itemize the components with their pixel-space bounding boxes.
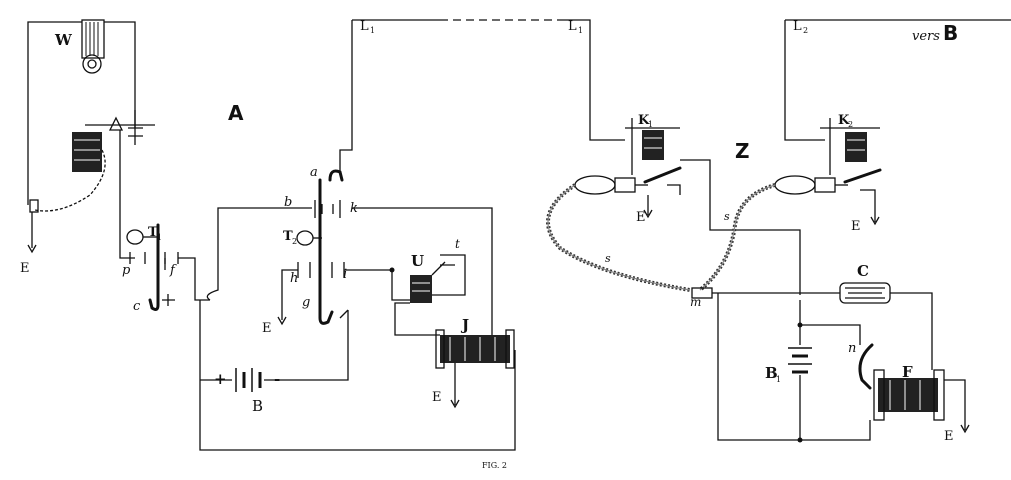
receiver-f xyxy=(858,343,970,434)
contact-s2: s xyxy=(724,210,730,223)
label-k2-sub: 2 xyxy=(848,120,853,129)
label-k1: K xyxy=(638,113,650,128)
label-f: F xyxy=(902,363,913,381)
battery-b1 xyxy=(788,300,871,443)
label-c: C xyxy=(857,262,869,280)
contact-i: i xyxy=(343,267,347,282)
label-b1-sub: 1 xyxy=(776,375,781,384)
capacitor-c xyxy=(800,282,933,370)
earth-label-3: E xyxy=(432,390,442,405)
earth-label-5: E xyxy=(851,219,861,234)
minus-sign: - xyxy=(274,370,280,388)
jack-m xyxy=(691,287,800,299)
induction-coil-j xyxy=(435,329,515,369)
line-l1-label: L xyxy=(360,19,369,34)
earth-label-4: E xyxy=(636,210,646,225)
station-b-label: B xyxy=(943,21,958,45)
transmitter-coil xyxy=(72,132,102,172)
label-k2: K xyxy=(838,113,850,128)
contact-b: b xyxy=(284,195,292,210)
figure-caption: FIG. 2 xyxy=(482,461,507,470)
line-l1-sub: 1 xyxy=(370,26,375,35)
label-t1-sub: 1 xyxy=(157,233,162,242)
plus-sign: + xyxy=(214,370,227,388)
label-t2-sub: 2 xyxy=(292,237,297,246)
contact-g: g xyxy=(302,295,310,310)
station-z-label: Z xyxy=(735,139,750,163)
earth-label-2: E xyxy=(262,321,272,336)
label-battery-b: B xyxy=(252,397,263,415)
contact-p: p xyxy=(122,263,131,278)
battery-b xyxy=(200,310,349,392)
label-t1: T xyxy=(148,225,158,240)
contact-t: t xyxy=(455,237,460,251)
label-k1-sub: 1 xyxy=(648,120,653,129)
key-t1 xyxy=(126,223,179,311)
relay-u xyxy=(410,254,466,303)
label-j: J xyxy=(460,316,469,334)
label-w: W xyxy=(54,31,73,49)
plug-2 xyxy=(774,175,848,195)
vers-label: vers xyxy=(912,29,940,44)
contact-c: c xyxy=(133,299,141,314)
label-u: U xyxy=(411,252,424,270)
label-b1: B xyxy=(765,364,778,382)
relay-k2 xyxy=(820,118,882,205)
earth-label-6: E xyxy=(944,429,954,444)
contact-h: h xyxy=(290,271,298,286)
relay-k1 xyxy=(625,118,682,195)
contact-a: a xyxy=(310,165,318,180)
line-l1-label-2: L xyxy=(568,19,577,34)
line-l2-sub: 2 xyxy=(803,26,808,35)
station-a-label: A xyxy=(228,101,244,125)
line-l2-label: L xyxy=(793,19,802,34)
label-t2: T xyxy=(283,229,293,244)
earth-label-1: E xyxy=(20,261,30,276)
receiver-w xyxy=(81,19,105,74)
contact-f: f xyxy=(169,263,177,278)
contact-s1: s xyxy=(605,252,611,265)
contact-k: k xyxy=(350,201,358,216)
plug-1 xyxy=(574,175,648,195)
line-l1-sub-2: 1 xyxy=(578,26,583,35)
contact-m: m xyxy=(690,295,701,309)
contact-n: n xyxy=(848,341,856,356)
